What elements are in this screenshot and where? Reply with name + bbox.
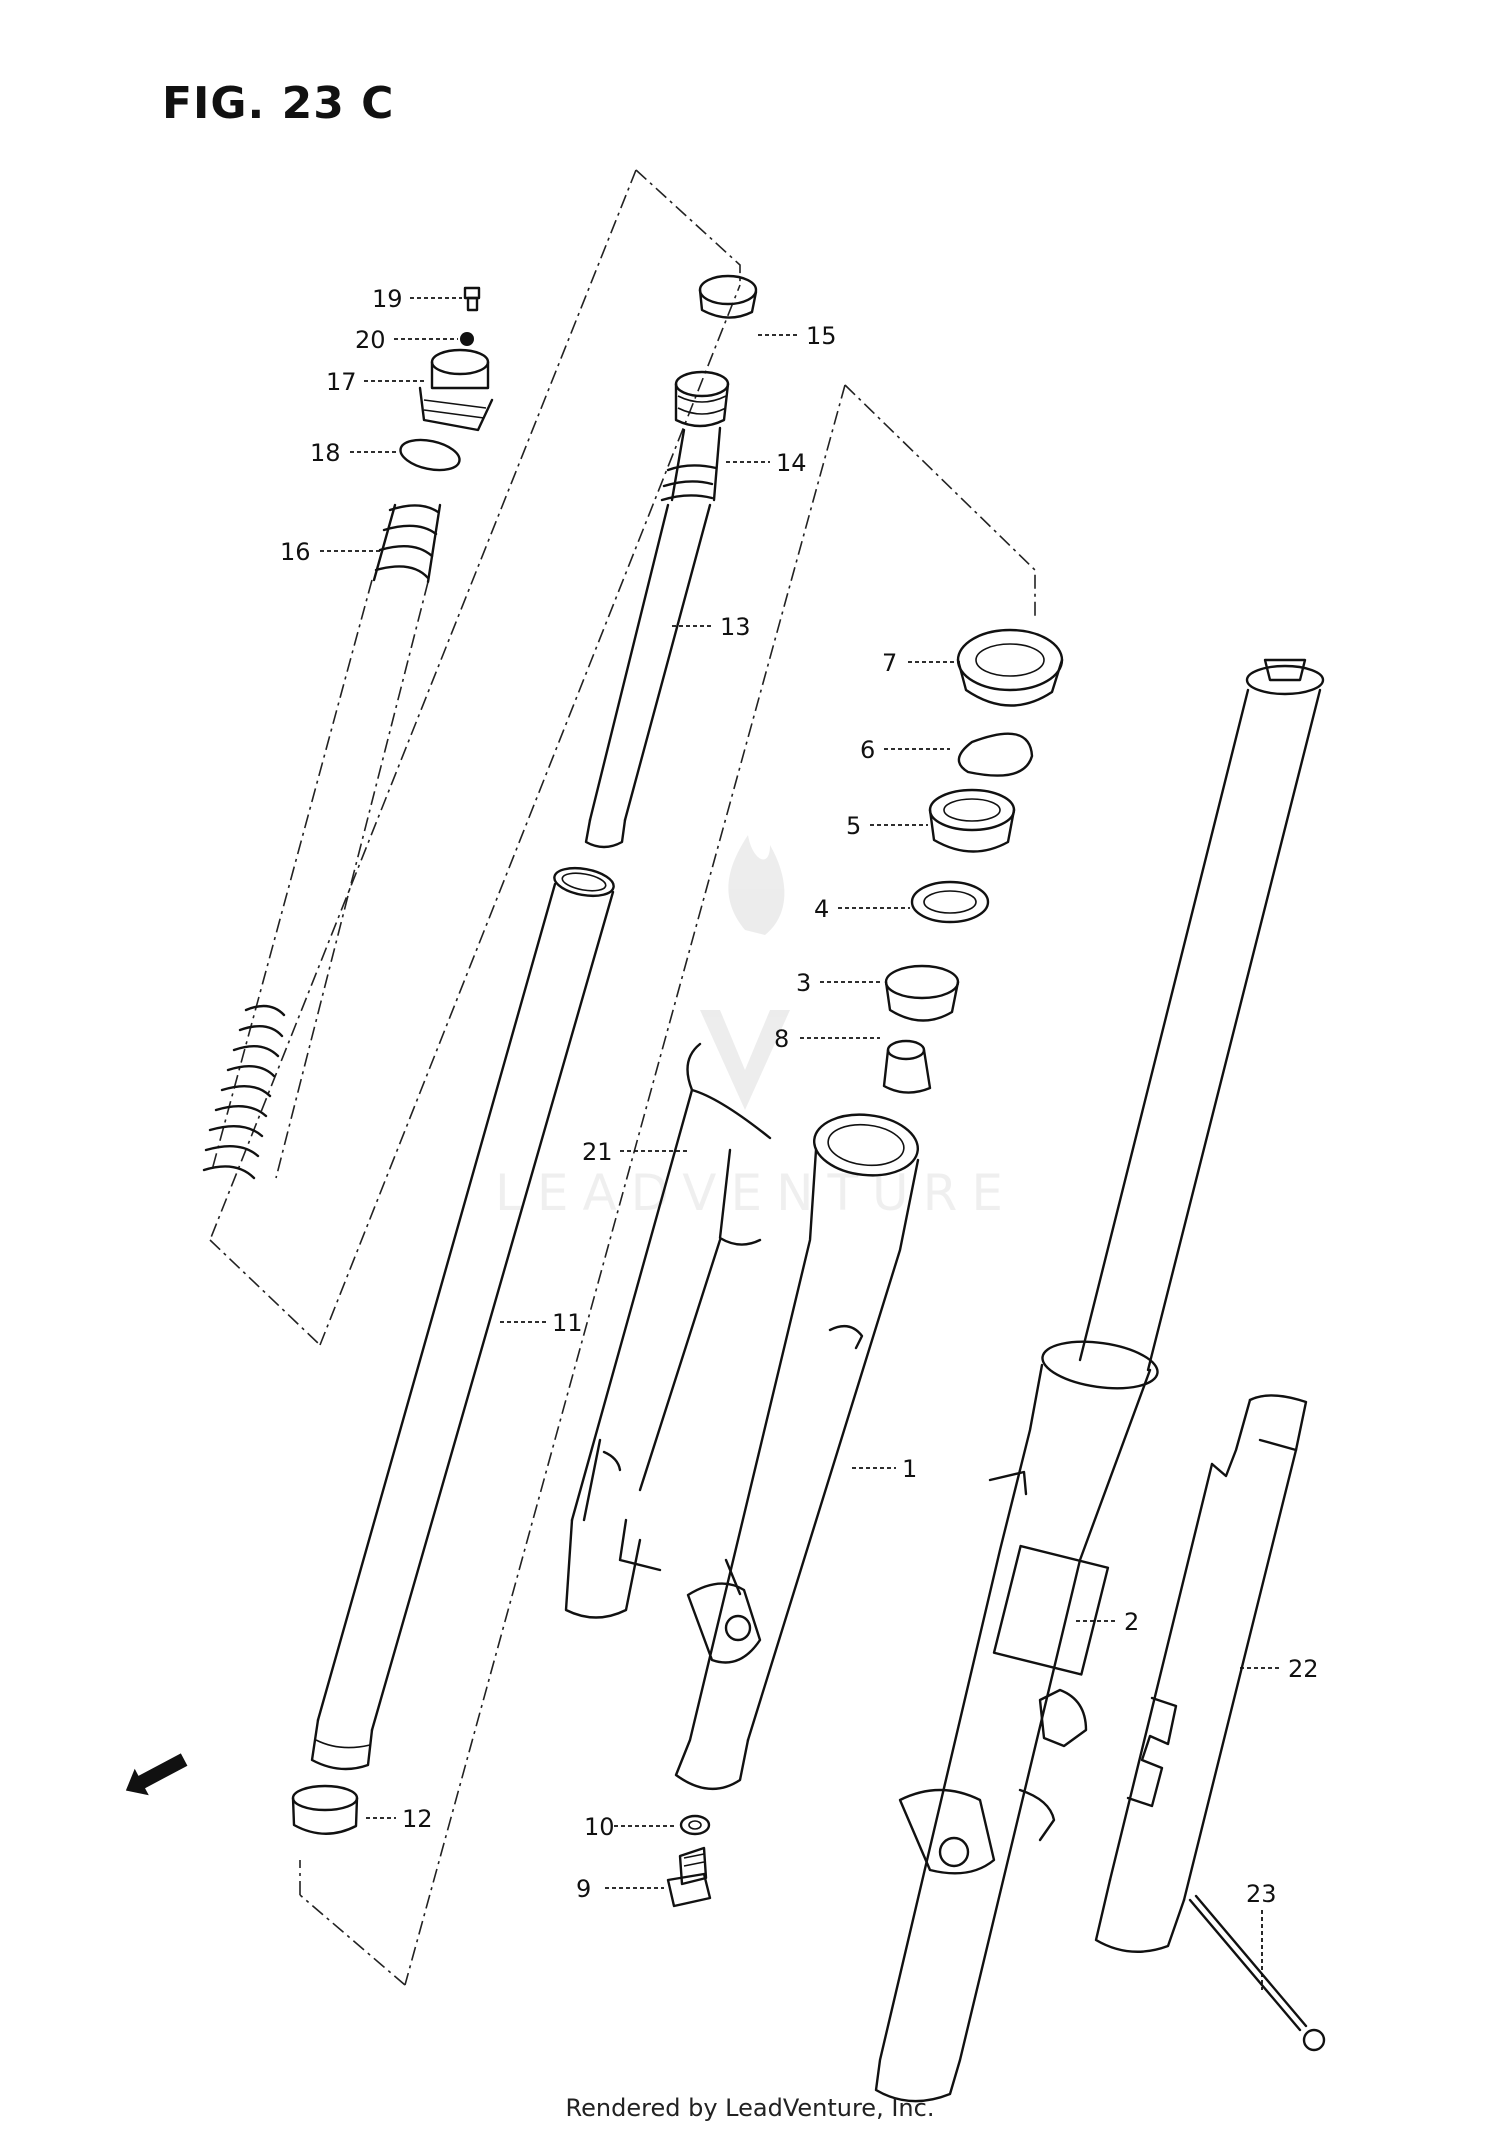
assembly-outlines bbox=[209, 169, 1036, 1986]
part-9-bolt bbox=[666, 1846, 712, 1908]
part-23-long-bolt bbox=[1188, 1894, 1326, 2052]
part-10-washer bbox=[679, 1814, 711, 1836]
callout-13: 13 bbox=[720, 613, 751, 641]
part-4-washer bbox=[910, 880, 990, 924]
callout-11: 11 bbox=[552, 1309, 583, 1337]
footer-credit: Rendered by LeadVenture, Inc. bbox=[565, 2094, 935, 2122]
figure-title: FIG. 23 C bbox=[162, 78, 395, 129]
callout-16: 16 bbox=[280, 538, 311, 566]
part-5-oil-seal bbox=[928, 788, 1016, 853]
part-2-outer-tube-right bbox=[874, 658, 1325, 2103]
callout-labels: 19 20 17 18 16 15 14 13 7 6 5 4 3 8 21 1… bbox=[280, 285, 1319, 1908]
part-22-fork-guard bbox=[1094, 1394, 1308, 1953]
callout-7: 7 bbox=[882, 649, 897, 677]
callout-1: 1 bbox=[902, 1455, 917, 1483]
callout-23: 23 bbox=[1246, 1880, 1277, 1908]
callout-6: 6 bbox=[860, 736, 875, 764]
part-14-13-damper-rod bbox=[584, 370, 730, 849]
part-6-circlip bbox=[957, 732, 1034, 777]
leader-lines bbox=[320, 297, 1282, 1990]
callout-5: 5 bbox=[846, 812, 861, 840]
callout-15: 15 bbox=[806, 322, 837, 350]
part-12-bushing bbox=[291, 1784, 359, 1835]
part-11-inner-tube bbox=[310, 866, 615, 1771]
callout-8: 8 bbox=[774, 1025, 789, 1053]
part-8-oil-lock bbox=[882, 1039, 932, 1094]
callout-20: 20 bbox=[355, 326, 386, 354]
watermark-text: LEADVENTURE bbox=[495, 1164, 1017, 1222]
part-17-cap-bolt bbox=[418, 348, 494, 432]
part-3-bushing bbox=[884, 964, 960, 1022]
part-7-dust-seal bbox=[956, 628, 1064, 707]
callout-19: 19 bbox=[372, 285, 403, 313]
callout-22: 22 bbox=[1288, 1655, 1319, 1683]
part-16-spring bbox=[202, 503, 442, 1180]
callout-4: 4 bbox=[814, 895, 829, 923]
callout-9: 9 bbox=[576, 1875, 591, 1903]
part-1-outer-tube-left bbox=[674, 1113, 920, 1791]
leadventure-watermark: LEADVENTURE bbox=[495, 835, 1017, 1222]
callout-3: 3 bbox=[796, 969, 811, 997]
callout-2: 2 bbox=[1124, 1608, 1139, 1636]
part-18-o-ring bbox=[399, 438, 461, 472]
leadventure-logo-icon bbox=[700, 835, 790, 1110]
callout-12: 12 bbox=[402, 1805, 433, 1833]
part-20-ball bbox=[460, 332, 474, 346]
part-21-fork-guard bbox=[564, 1042, 772, 1619]
front-arrow-icon bbox=[125, 1753, 188, 1796]
callout-14: 14 bbox=[776, 449, 807, 477]
callout-10: 10 bbox=[584, 1813, 615, 1841]
part-19-screw bbox=[463, 286, 481, 312]
callout-17: 17 bbox=[326, 368, 357, 396]
callout-21: 21 bbox=[582, 1138, 613, 1166]
part-15-collar bbox=[698, 274, 758, 319]
callout-18: 18 bbox=[310, 439, 341, 467]
